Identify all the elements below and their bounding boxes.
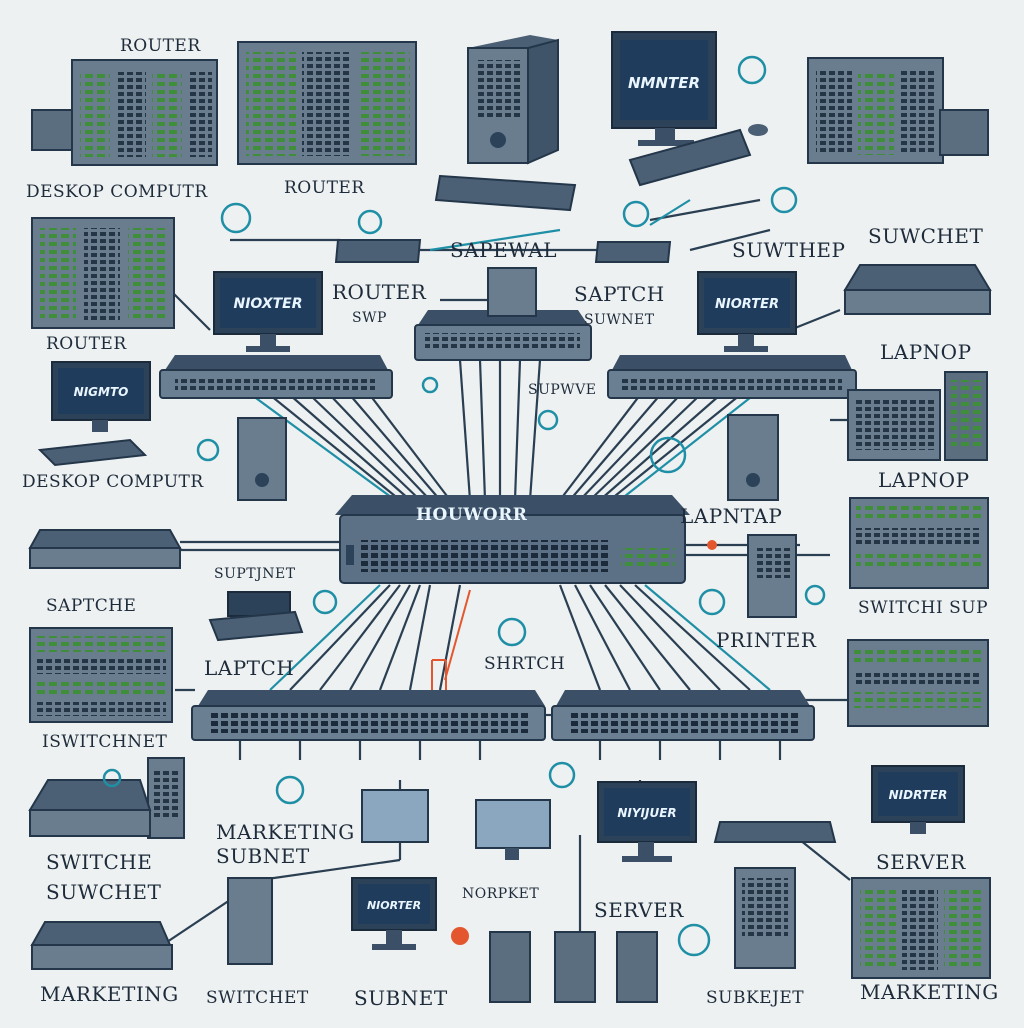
- decorative-nodes: [102, 55, 826, 957]
- switch-upper-center: [414, 310, 592, 361]
- desktop-tower-bottom: [227, 877, 658, 1003]
- label-suwchet-left: SUWCHET: [46, 880, 162, 904]
- server-tower-top: [467, 35, 559, 165]
- monitor-right-text: NIORTER: [715, 297, 779, 312]
- server-rack-top-left: [31, 59, 218, 166]
- label-switch-center: SHRTCH: [484, 654, 566, 674]
- label-server-right: SERVER: [876, 850, 966, 874]
- desktop-tower-left: [237, 417, 287, 501]
- switch-upper-right: [607, 355, 857, 399]
- label-lapnop-2: LAPNOP: [878, 468, 970, 492]
- label-desktop-computer-1: DESKOP COMPUTR: [26, 182, 208, 202]
- router-device-bottom-left: [28, 779, 152, 837]
- connection-lines: [139, 198, 880, 961]
- label-switchet-bottom: SWITCHET: [206, 988, 309, 1008]
- switch-lower-right: [551, 690, 815, 741]
- monitor-right: NIORTER: [697, 271, 797, 352]
- accent-links: [244, 199, 771, 691]
- monitor-bottom: NIORTER: [351, 877, 437, 950]
- label-switche: SWITCHE: [46, 850, 153, 874]
- label-sapewal: SAPEWAL: [450, 238, 557, 262]
- orange-markers: [451, 540, 717, 945]
- label-suwnet: SUWNET: [584, 312, 655, 328]
- monitor-left: NIOXTER: [213, 271, 323, 352]
- label-suwchet-top: SUWCHET: [868, 224, 984, 248]
- router-device-bottom: [30, 921, 173, 970]
- server-rack-left-middle: [29, 627, 173, 723]
- label-marketing-bottom-right: MARKETING: [860, 980, 999, 1004]
- server-rack-top-center: [237, 41, 417, 165]
- label-desktop-computer-2: DESKOP COMPUTR: [22, 472, 204, 492]
- core-switch-title: HOUWORR: [416, 505, 528, 525]
- server-rack-top-right: [807, 57, 989, 164]
- core-switch: [335, 495, 690, 584]
- label-router-top: ROUTER: [120, 36, 201, 56]
- label-printer: PRINTER: [716, 628, 817, 652]
- desktop-tower-right: [727, 414, 779, 501]
- monitor-lower-center-text: NIYIJUER: [617, 806, 676, 820]
- label-router-center: ROUTER: [332, 280, 427, 304]
- label-supwve: SUPWVE: [528, 382, 597, 398]
- desktop-tower-printer: [747, 534, 797, 618]
- server-rack-left-upper: [31, 217, 175, 329]
- server-rack-right-lower: [847, 639, 989, 727]
- server-rack-right-middle: [849, 497, 989, 589]
- label-marketing-subnet: MARKETING SUBNET: [216, 820, 355, 868]
- label-norpket: NORPKET: [462, 886, 540, 902]
- label-swp: SWP: [352, 310, 387, 326]
- monitor-lower-right: NIDRTER: [713, 765, 965, 843]
- label-suwthep: SUWTHEP: [732, 238, 846, 262]
- label-laptch: LAPTCH: [204, 656, 295, 680]
- monitor-top-text: NMNTER: [628, 74, 700, 92]
- router-device-left: [28, 529, 182, 569]
- label-router-left: ROUTER: [46, 334, 127, 354]
- label-saptche: SAPTCHE: [46, 596, 137, 616]
- switch-upper-left: [159, 355, 393, 399]
- monitor-top: NMNTER: [611, 31, 717, 146]
- monitor-lower-center: NIYIJUER: [597, 781, 697, 862]
- label-saptch-center: SAPTCH: [574, 282, 665, 306]
- keyboard-top: [628, 124, 768, 187]
- monitor-bottom-text: NIORTER: [367, 899, 421, 912]
- monitor-far-left: NIGMTO: [37, 361, 151, 467]
- label-iswitchnet: ISWITCHNET: [42, 732, 168, 752]
- monitor-far-left-text: NIGMTO: [74, 385, 129, 399]
- switch-lower-left: [191, 690, 546, 741]
- server-rack-bottom-right: [851, 877, 991, 979]
- label-subnet-bottom: SUBNET: [354, 986, 448, 1010]
- monitor-left-text: NIOXTER: [233, 296, 302, 312]
- label-marketing-bottom-left: MARKETING: [40, 982, 179, 1006]
- orange-links: [431, 589, 471, 690]
- server-tower-bottom-left: [147, 757, 185, 839]
- label-lapntap: LAPNTAP: [680, 504, 783, 528]
- monitor-lower-right-text: NIDRTER: [889, 788, 948, 802]
- label-router-mid: ROUTER: [284, 178, 365, 198]
- keyboards: [334, 174, 672, 263]
- label-switchi-sup: SWITCHI SUP: [858, 598, 989, 618]
- monitor-lower-center-left: [361, 789, 551, 860]
- label-server-center: SERVER: [594, 898, 684, 922]
- desktop-tower-top-switch: [487, 267, 537, 317]
- label-suptjnet: SUPTJNET: [214, 566, 296, 582]
- router-device-right: [843, 264, 992, 315]
- laptop-center-left: [208, 591, 304, 642]
- label-lapnop-1: LAPNOP: [880, 340, 972, 364]
- server-rack-right-upper: [847, 371, 988, 461]
- label-subkejet: SUBKEJET: [706, 988, 805, 1008]
- server-tower-bottom-right: [734, 867, 796, 969]
